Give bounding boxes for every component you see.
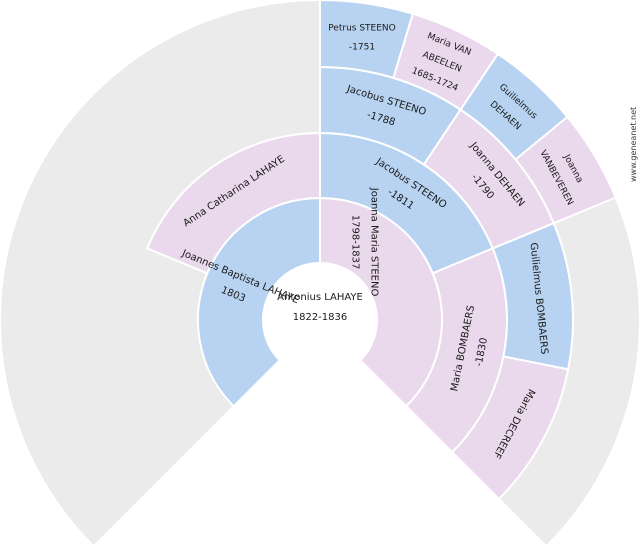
root-name: Antonius LAHAYE (277, 292, 363, 303)
label-g4-petrus-name: Petrus STEENO (328, 24, 396, 34)
label-mother-dates: 1798-1837 (350, 215, 361, 270)
watermark: www.geneanet.net (629, 107, 638, 182)
label-mother: Joanna Maria STEENO 1798-1837 (350, 187, 380, 297)
label-g4-petrus-dates: -1751 (349, 43, 375, 53)
label-g4-petrus: Petrus STEENO -1751 (328, 24, 396, 53)
sector-mb-mother[interactable] (450, 355, 570, 501)
root-label: Antonius LAHAYE 1822-1836 (277, 292, 363, 323)
label-mother-name: Joanna Maria STEENO (369, 187, 380, 297)
root-dates: 1822-1836 (293, 312, 348, 323)
sector-g4-joanna[interactable] (514, 115, 617, 225)
